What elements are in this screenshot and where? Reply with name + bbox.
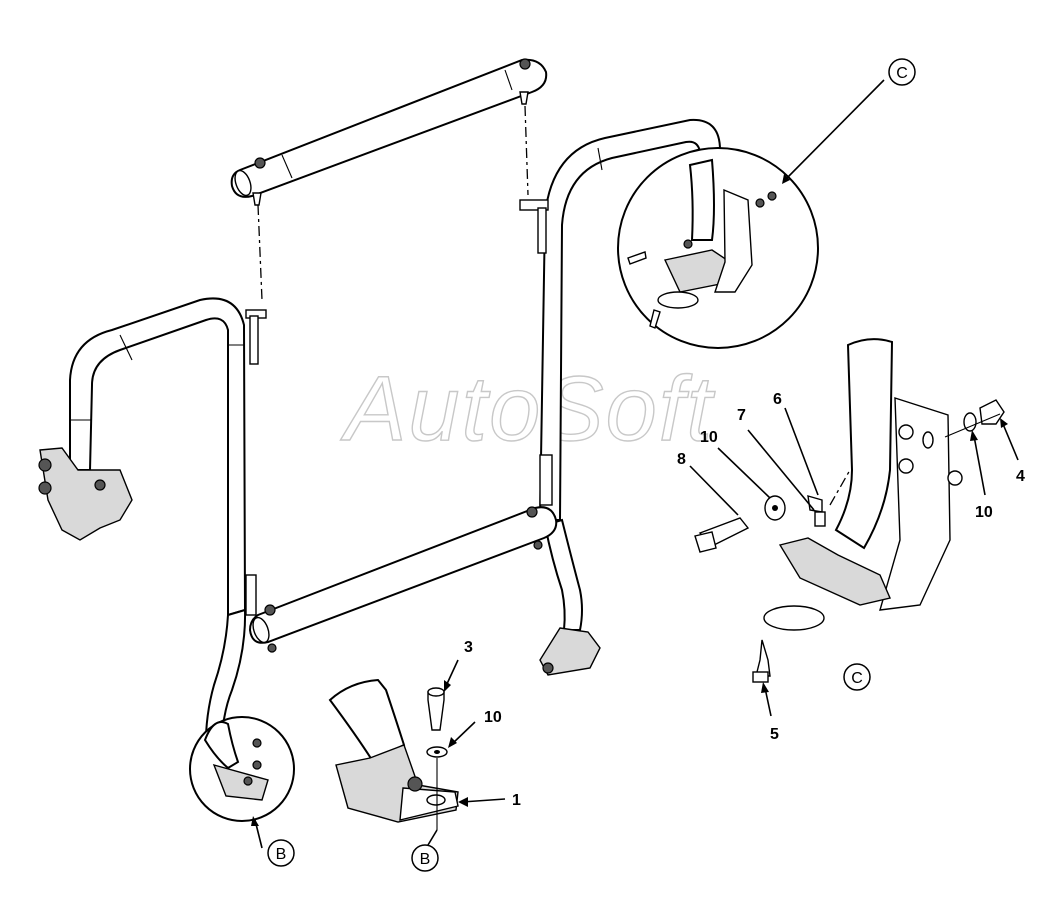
- part-number-3: 3: [464, 639, 473, 656]
- callout-b-center: B: [411, 844, 439, 872]
- top-crossbar: [230, 58, 548, 206]
- leader-p7: [747, 429, 815, 511]
- arrow-b-left: [251, 816, 259, 826]
- part-number-10-c: 10: [484, 709, 502, 726]
- svg-text:B: B: [420, 851, 431, 868]
- leader-p1: [461, 798, 506, 803]
- left-frame: [38, 297, 267, 764]
- part-number-8: 8: [677, 451, 686, 468]
- part-number-7: 7: [737, 407, 746, 424]
- part-number-5: 5: [770, 726, 779, 743]
- watermark-text: AutoSoft: [340, 358, 715, 460]
- part-number-1: 1: [512, 792, 521, 809]
- callout-c-bottom: C: [843, 663, 871, 691]
- leader-p10b: [973, 435, 986, 496]
- svg-text:C: C: [896, 65, 908, 82]
- center-foot-detail: [328, 678, 459, 830]
- leader-p5: [764, 687, 772, 717]
- leader-c-top: [784, 79, 885, 181]
- callout-b-left: B: [267, 839, 295, 867]
- part-number-6: 6: [773, 391, 782, 408]
- leader-p8: [689, 465, 739, 516]
- part-number-4: 4: [1016, 468, 1025, 485]
- detail-c-enlarged: [694, 338, 1005, 683]
- leader-p3: [445, 659, 459, 687]
- leader-p4: [1002, 423, 1019, 461]
- detail-c-circle: [617, 147, 819, 349]
- part-number-10-b: 10: [975, 504, 993, 521]
- detail-b-circle: [189, 716, 295, 822]
- leader-dash-right: [524, 105, 529, 196]
- bottom-crossbar: [248, 506, 558, 653]
- leader-p10a: [717, 447, 771, 499]
- leader-p6: [784, 407, 819, 496]
- svg-text:C: C: [851, 670, 863, 687]
- leader-p10c: [451, 721, 476, 745]
- arrow-c-top: [782, 174, 790, 184]
- part-number-10-a: 10: [700, 429, 718, 446]
- callout-c-top: C: [888, 58, 916, 86]
- leader-dash-left: [257, 204, 263, 301]
- svg-text:B: B: [276, 846, 287, 863]
